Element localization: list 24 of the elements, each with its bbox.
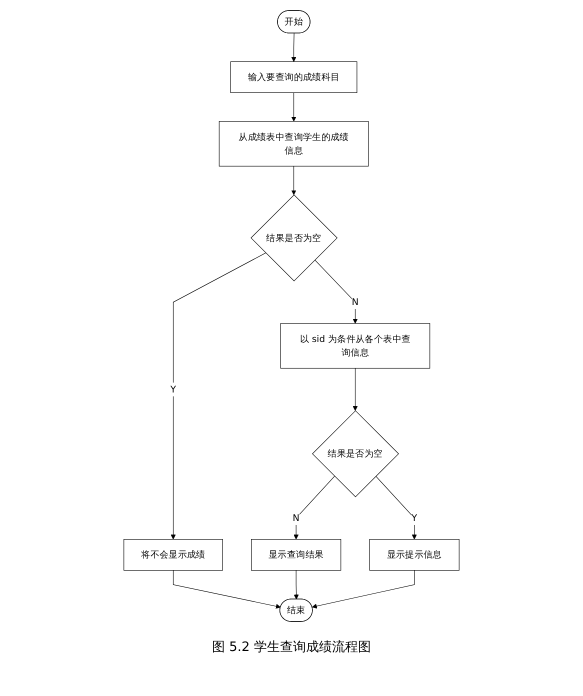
node-diamond: 结果是否为空	[250, 194, 338, 282]
arrow	[172, 570, 281, 609]
arrow	[170, 252, 266, 540]
node-box: 显示查询结果	[251, 539, 342, 571]
arrow	[352, 368, 358, 411]
edge-label: N	[352, 296, 359, 308]
edge-label: N	[292, 512, 300, 524]
arrow	[314, 260, 358, 324]
edge-label: Y	[170, 384, 176, 395]
arrow	[291, 32, 296, 62]
node-box: 将不会显示成绩	[124, 539, 223, 571]
node-box: 输入要查询的成绩科目	[230, 61, 358, 93]
arrow	[291, 92, 296, 122]
edge-label: Y	[412, 512, 418, 524]
arrow	[291, 166, 296, 196]
node-box: 以 sid 为条件从各个表中查询信息	[280, 323, 430, 369]
arrow	[294, 570, 299, 600]
node-diamond: 结果是否为空	[312, 410, 399, 498]
arrow	[312, 570, 415, 609]
arrow	[376, 476, 417, 540]
node-box: 显示提示信息	[369, 539, 460, 571]
arrow	[294, 476, 335, 540]
figure-caption: 图 5.2 学生查询成绩流程图	[212, 639, 371, 656]
node-box: 从成绩表中查询学生的成绩信息	[218, 121, 369, 166]
